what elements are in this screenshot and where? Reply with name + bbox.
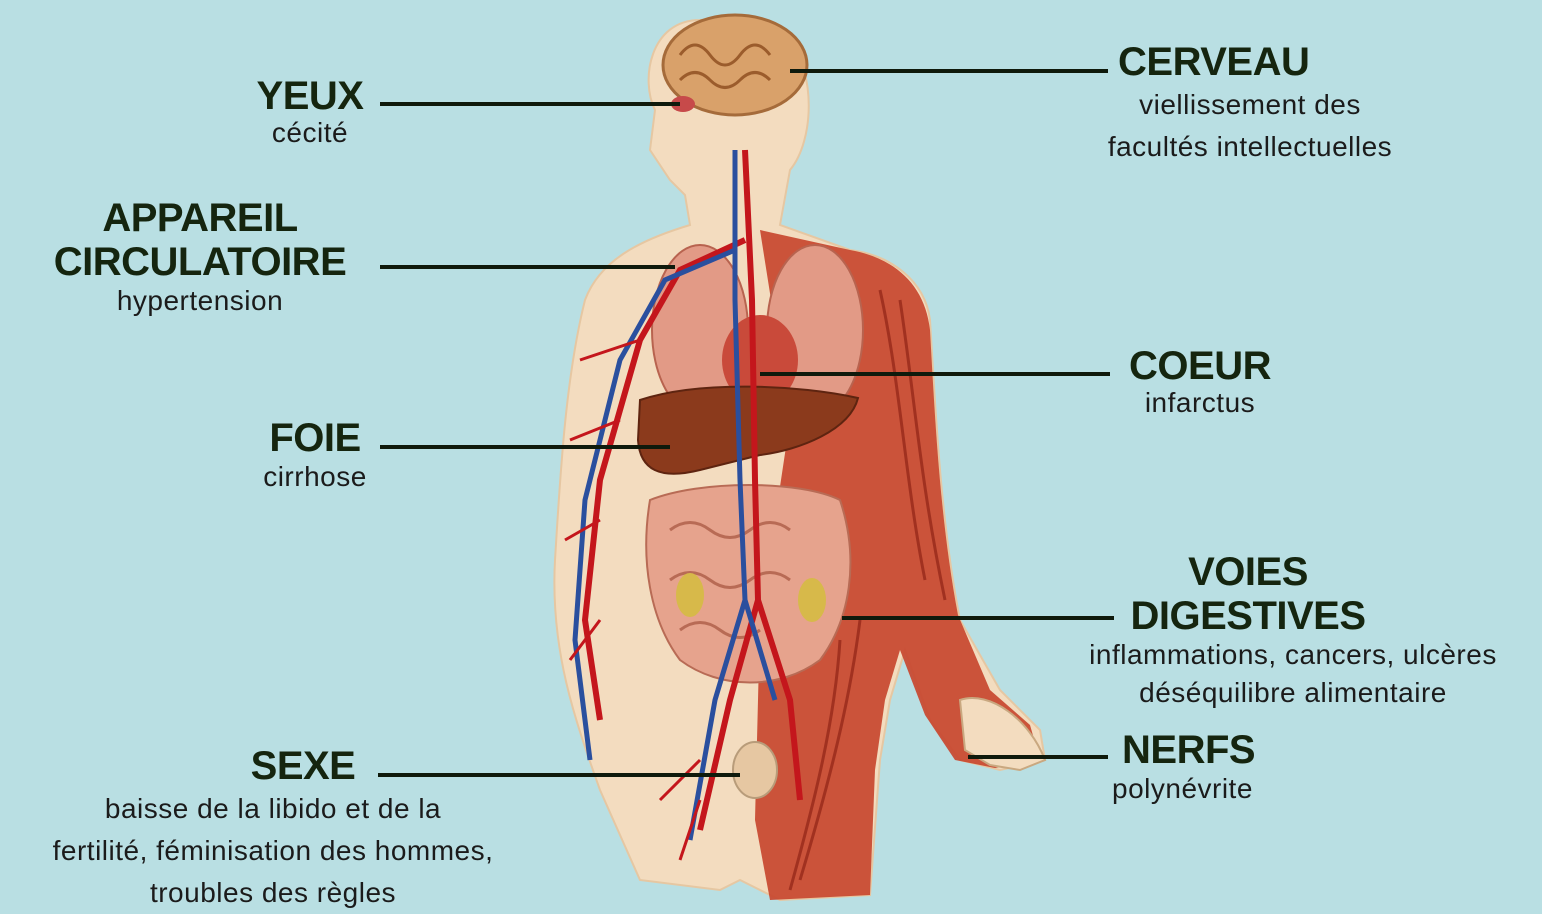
label-foie-desc: cirrhose: [230, 456, 400, 498]
label-sexe-desc-line3: troubles des règles: [8, 872, 538, 914]
label-appareil-circulatoire: APPAREIL CIRCULATOIRE hypertension: [30, 196, 370, 322]
label-cerveau-title: CERVEAU: [1070, 40, 1430, 84]
label-cerveau-desc-line1: viellissement des: [1070, 84, 1430, 126]
label-sexe: SEXE baisse de la libido et de la fertil…: [8, 744, 538, 914]
label-sexe-desc-line2: fertilité, féminisation des hommes,: [8, 830, 538, 872]
label-yeux: YEUX cécité: [230, 74, 390, 154]
label-appareil-desc: hypertension: [30, 280, 370, 322]
label-voies-digestives: VOIES DIGESTIVES inflammations, cancers,…: [1048, 550, 1538, 714]
leader-line-appareil-circulatoire: [380, 265, 675, 269]
label-voies-desc-line2: déséquilibre alimentaire: [1048, 672, 1538, 714]
leader-line-foie: [380, 445, 670, 449]
label-sexe-title: SEXE: [8, 744, 538, 788]
label-nerfs: NERFS polynévrite: [1112, 728, 1292, 810]
leader-line-coeur: [760, 372, 1110, 376]
label-voies-title-line2: DIGESTIVES: [1048, 594, 1538, 638]
label-voies-title-line1: VOIES: [1048, 550, 1538, 594]
label-appareil-title-line1: APPAREIL: [30, 196, 370, 240]
label-yeux-desc: cécité: [230, 112, 390, 154]
label-coeur-desc: infarctus: [1110, 382, 1290, 424]
label-cerveau: CERVEAU viellissement des facultés intel…: [1070, 40, 1430, 168]
left-kidney: [676, 573, 704, 617]
label-coeur: COEUR infarctus: [1110, 344, 1290, 424]
label-nerfs-title: NERFS: [1112, 728, 1292, 772]
label-sexe-desc-line1: baisse de la libido et de la: [8, 788, 538, 830]
right-kidney: [798, 578, 826, 622]
label-foie-title: FOIE: [230, 416, 400, 460]
leader-line-yeux: [380, 102, 680, 106]
genitals: [733, 742, 777, 798]
label-appareil-title-line2: CIRCULATOIRE: [30, 240, 370, 284]
leader-line-cerveau: [790, 69, 1108, 73]
label-cerveau-desc-line2: facultés intellectuelles: [1070, 126, 1430, 168]
label-foie: FOIE cirrhose: [230, 416, 400, 498]
label-voies-desc-line1: inflammations, cancers, ulcères: [1048, 634, 1538, 676]
leader-line-nerfs: [968, 755, 1108, 759]
label-nerfs-desc: polynévrite: [1112, 768, 1292, 810]
